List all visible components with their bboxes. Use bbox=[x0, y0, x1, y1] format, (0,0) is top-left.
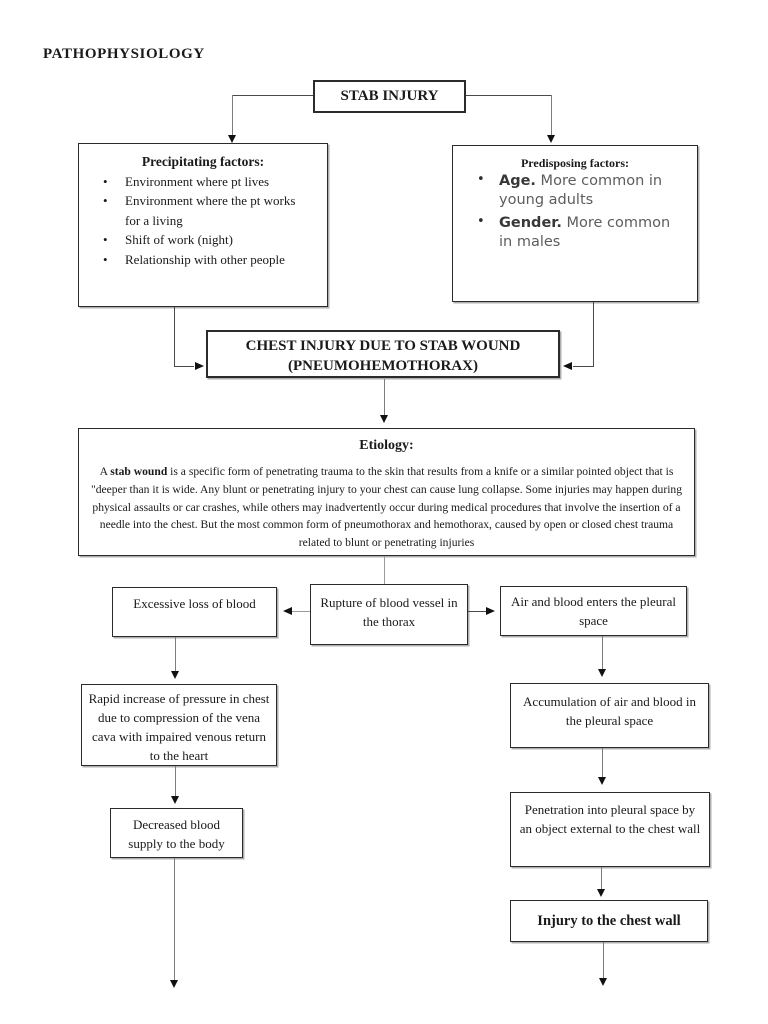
arrowhead-right-icon bbox=[195, 362, 204, 370]
node-chest-injury-label: CHEST INJURY DUE TO STAB WOUND (PNEUMOHE… bbox=[208, 332, 558, 377]
connector-stab-to-precipitating-drop bbox=[232, 95, 233, 135]
connector-penetration-to-injury bbox=[601, 867, 602, 889]
connector-predisposing-to-chest-h bbox=[573, 366, 594, 367]
arrowhead-down-icon bbox=[547, 135, 555, 143]
arrowhead-left-icon bbox=[283, 607, 292, 615]
arrowhead-down-icon bbox=[171, 796, 179, 804]
etiology-intro: A bbox=[99, 465, 111, 479]
list-item-text: More common in males bbox=[499, 215, 671, 250]
chest-injury-line2: (PNEUMOHEMOTHORAX) bbox=[288, 358, 478, 375]
connector-excessive-to-rapid bbox=[175, 637, 176, 671]
node-stab-injury: STAB INJURY bbox=[313, 80, 466, 113]
node-chest-injury: CHEST INJURY DUE TO STAB WOUND (PNEUMOHE… bbox=[206, 330, 560, 378]
arrowhead-down-icon bbox=[597, 889, 605, 897]
node-injury-wall-label: Injury to the chest wall bbox=[537, 913, 681, 929]
etiology-text: is a specific form of penetrating trauma… bbox=[90, 465, 683, 549]
predisposing-list: Age. More common in young adults Gender.… bbox=[453, 172, 697, 251]
list-item-lead: Age. bbox=[499, 173, 536, 190]
list-item: Environment where the pt works for a liv… bbox=[79, 191, 327, 230]
list-item: Gender. More common in males bbox=[453, 214, 697, 252]
connector-precipitating-to-chest-h bbox=[174, 366, 194, 367]
connector-predisposing-to-chest bbox=[593, 302, 594, 366]
connector-chest-to-etiology bbox=[384, 379, 385, 415]
list-item-lead: Gender. bbox=[499, 215, 562, 232]
list-item: Age. More common in young adults bbox=[453, 172, 697, 210]
arrowhead-down-icon bbox=[380, 415, 388, 423]
node-rapid-increase: Rapid increase of pressure in chest due … bbox=[81, 684, 277, 766]
node-excessive-loss: Excessive loss of blood bbox=[112, 587, 277, 637]
page-title: PATHOPHYSIOLOGY bbox=[43, 46, 205, 62]
connector-accumulation-to-penetration bbox=[602, 748, 603, 777]
chest-injury-line1: CHEST INJURY DUE TO STAB WOUND bbox=[245, 338, 521, 354]
connector-rupture-to-air bbox=[468, 611, 486, 612]
list-item: Relationship with other people bbox=[79, 250, 327, 270]
node-accumulation: Accumulation of air and blood in the ple… bbox=[510, 683, 709, 748]
precipitating-title: Precipitating factors: bbox=[141, 154, 265, 169]
connector-rapid-to-decreased bbox=[175, 766, 176, 796]
arrowhead-down-icon bbox=[171, 671, 179, 679]
node-air-blood: Air and blood enters the pleural space bbox=[500, 586, 687, 636]
node-etiology: Etiology: A stab wound is a specific for… bbox=[78, 428, 695, 556]
arrowhead-down-icon bbox=[598, 777, 606, 785]
connector-stab-to-precipitating bbox=[232, 95, 313, 96]
predisposing-title: Predisposing factors: bbox=[520, 156, 630, 170]
list-item: Environment where pt lives bbox=[79, 172, 327, 192]
node-decreased-supply: Decreased blood supply to the body bbox=[110, 808, 243, 858]
etiology-bold-term: stab wound bbox=[110, 465, 168, 479]
list-item-text: More common in young adults bbox=[499, 173, 663, 209]
connector-precipitating-to-chest bbox=[174, 307, 175, 366]
precipitating-list: Environment where pt lives Environment w… bbox=[79, 172, 327, 270]
arrowhead-left-icon bbox=[563, 362, 572, 370]
node-precipitating-factors: Precipitating factors: Environment where… bbox=[78, 143, 328, 307]
connector-injury-down bbox=[603, 942, 604, 978]
connector-stab-to-predisposing-drop bbox=[551, 95, 552, 135]
node-penetration: Penetration into pleural space by an obj… bbox=[510, 792, 710, 867]
arrowhead-down-icon bbox=[599, 978, 607, 986]
node-predisposing-factors: Predisposing factors: Age. More common i… bbox=[452, 145, 698, 302]
connector-etiology-to-rupture bbox=[384, 556, 385, 584]
connector-air-to-accumulation bbox=[602, 636, 603, 669]
arrowhead-down-icon bbox=[228, 135, 236, 143]
etiology-title: Etiology: bbox=[359, 438, 414, 453]
arrowhead-right-icon bbox=[486, 607, 495, 615]
connector-decreased-down bbox=[174, 858, 175, 980]
connector-stab-to-predisposing bbox=[466, 95, 551, 96]
node-rupture: Rupture of blood vessel in the thorax bbox=[310, 584, 468, 645]
arrowhead-down-icon bbox=[598, 669, 606, 677]
node-stab-injury-label: STAB INJURY bbox=[340, 88, 439, 104]
arrowhead-down-icon bbox=[170, 980, 178, 988]
node-injury-wall: Injury to the chest wall bbox=[510, 900, 708, 942]
list-item: Shift of work (night) bbox=[79, 230, 327, 250]
connector-rupture-to-excessive bbox=[292, 611, 310, 612]
etiology-body: A stab wound is a specific form of penet… bbox=[89, 463, 684, 551]
